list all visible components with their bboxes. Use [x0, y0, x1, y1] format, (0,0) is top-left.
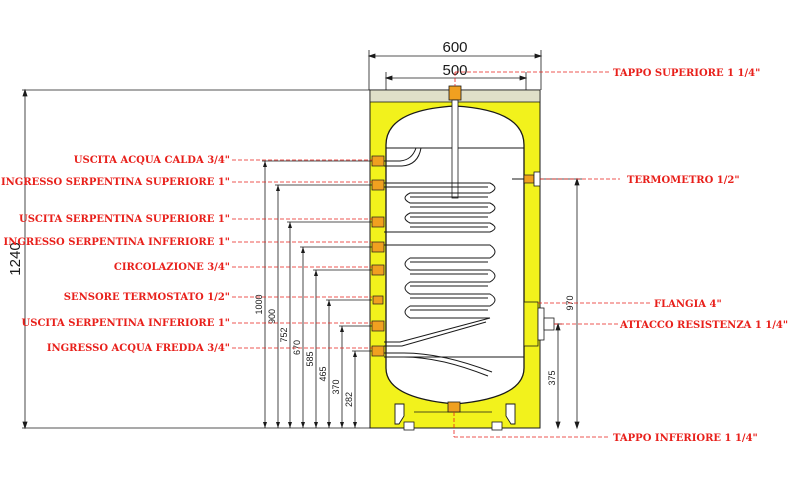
dim-arrow — [314, 270, 318, 276]
dim-arrow — [301, 247, 305, 253]
dim-arrow — [353, 422, 357, 428]
boiler-body — [369, 85, 541, 431]
dim-value-752: 752 — [279, 327, 289, 342]
dim-value-465: 465 — [318, 366, 328, 381]
dim-value-670: 670 — [292, 340, 302, 355]
label-heater-connection: ATTACCO RESISTENZA 1 1/4" — [619, 320, 788, 331]
upper-coil — [384, 182, 496, 233]
dim-arrow — [276, 185, 280, 191]
dim-arrow — [263, 161, 267, 167]
label-thermometer: TERMOMETRO 1/2" — [627, 175, 740, 186]
dim-arrow — [263, 422, 267, 428]
label-flange: FLANGIA 4" — [654, 299, 722, 310]
dim-arrow — [276, 422, 280, 428]
dim-arrow — [340, 326, 344, 332]
right-dimensions — [540, 177, 582, 430]
dim-value-585: 585 — [305, 351, 315, 366]
label-connection-2: INGRESSO SERPENTINA SUPERIORE 1" — [1, 177, 230, 188]
dim-375: 375 — [547, 370, 557, 385]
dim-arrow — [288, 222, 292, 228]
thermometer-fitting — [512, 171, 541, 187]
label-connection-8: INGRESSO ACQUA FREDDA 3/4" — [47, 343, 230, 354]
dim-1240: 1240 — [7, 242, 24, 275]
label-bottom-plug: TAPPO INFERIORE 1 1/4" — [613, 433, 758, 444]
dim-value-370: 370 — [331, 379, 341, 394]
dim-arrow — [314, 422, 318, 428]
left-labels: USCITA ACQUA CALDA 3/4" INGRESSO SERPENTI… — [1, 155, 372, 354]
dim-arrow — [353, 351, 357, 357]
dim-arrow — [301, 422, 305, 428]
lower-coil — [384, 244, 496, 347]
dim-arrow — [327, 422, 331, 428]
label-top-plug: TAPPO SUPERIORE 1 1/4" — [613, 68, 760, 79]
cold-inlet-pipe — [384, 352, 493, 377]
label-connection-7: USCITA SERPENTINA INFERIORE 1" — [22, 318, 230, 329]
label-connection-5: CIRCOLAZIONE 3/4" — [114, 262, 230, 273]
label-connection-1: USCITA ACQUA CALDA 3/4" — [74, 155, 230, 166]
flange-fitting — [523, 301, 555, 347]
top-dimensions — [367, 50, 543, 90]
dim-600: 600 — [442, 39, 467, 56]
dim-arrow — [288, 422, 292, 428]
dim-500: 500 — [442, 62, 467, 79]
label-connection-4: INGRESSO SERPENTINA INFERIORE 1" — [4, 237, 230, 248]
hot-outlet-pipe — [384, 147, 422, 167]
label-connection-6: SENSORE TERMOSTATO 1/2" — [64, 292, 230, 303]
dim-value-900: 900 — [267, 309, 277, 324]
dim-value-282: 282 — [344, 392, 354, 407]
left-fittings — [371, 155, 385, 357]
dim-value-1000: 1000 — [254, 294, 264, 314]
label-connection-3: USCITA SERPENTINA SUPERIORE 1" — [19, 214, 230, 225]
dim-arrow — [327, 300, 331, 306]
dim-arrow — [340, 422, 344, 428]
right-leaders — [453, 71, 650, 438]
